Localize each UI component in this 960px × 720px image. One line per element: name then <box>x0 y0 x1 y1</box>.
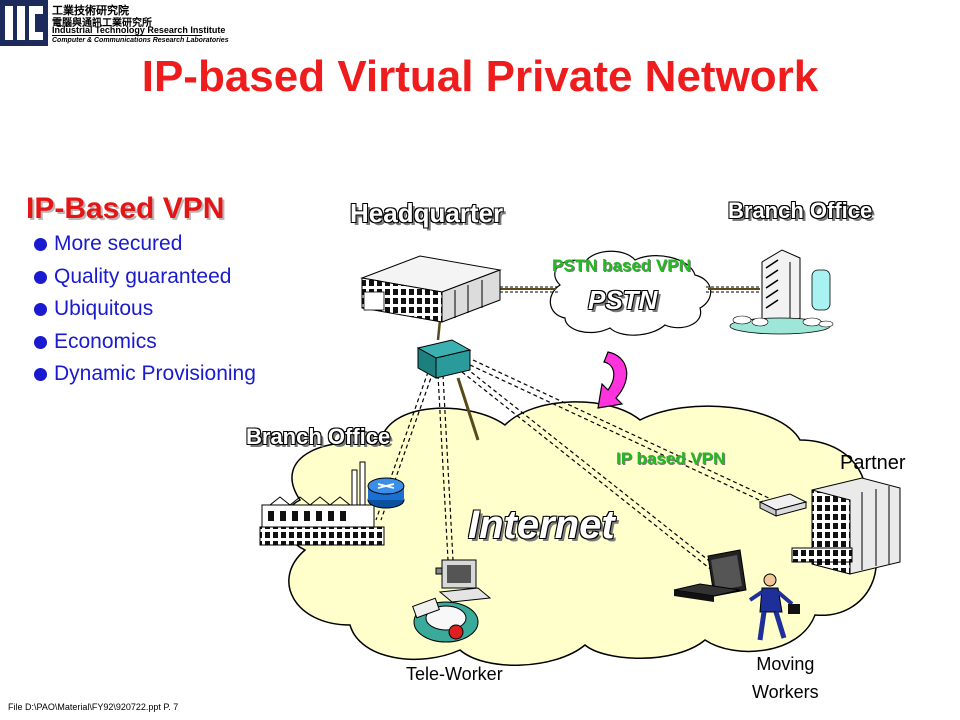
tele-worker-label: Tele-Worker <box>406 664 503 684</box>
logo-chinese-name: 工業技術研究院 <box>52 5 129 17</box>
partner-label: Partner <box>840 452 906 474</box>
feature-item: Quality guaranteed <box>34 265 256 298</box>
switch-icon <box>416 339 472 379</box>
itri-logo-icon <box>0 0 48 46</box>
partner-building-icon <box>791 477 901 575</box>
headquarter-label: Headquarter <box>350 198 504 228</box>
phone-icon <box>412 597 479 643</box>
pstn-vpn-label: PSTN based VPN <box>552 256 691 275</box>
router-icon <box>367 477 405 509</box>
feature-item: More secured <box>34 232 256 265</box>
feature-list: More secured Quality guaranteed Ubiquito… <box>34 232 256 395</box>
ip-vpn-label: IP based VPN <box>616 449 726 468</box>
feature-heading: IP-Based VPN <box>26 192 225 225</box>
logo-chinese-subname: 電腦與通訊工業研究所 <box>52 18 152 29</box>
logo-divider <box>52 35 202 36</box>
moving-workers-line2: Workers <box>752 682 819 702</box>
moving-workers-label: Moving Workers <box>752 650 819 706</box>
moving-workers-line1: Moving <box>756 654 815 674</box>
headquarter-building-icon <box>360 255 502 323</box>
internet-label: Internet <box>468 503 615 547</box>
branch-building-icon <box>729 249 834 335</box>
feature-item: Ubiquitous <box>34 297 256 330</box>
footer-file-path: File D:\PAO\Material\FY92\920722.ppt P. … <box>8 702 179 712</box>
branch-office-left-label: Branch Office <box>246 424 391 449</box>
desktop-computer-icon <box>435 559 492 603</box>
logo-english-subname: Computer & Communications Research Labor… <box>52 37 229 44</box>
pstn-label: PSTN <box>588 285 658 315</box>
feature-item: Dynamic Provisioning <box>34 362 256 395</box>
laptop-icon <box>673 549 747 602</box>
logo-english-name: Industrial Technology Research Institute <box>52 25 226 35</box>
businessman-icon <box>748 573 800 641</box>
feature-item: Economics <box>34 330 256 363</box>
page-title: IP-based Virtual Private Network <box>141 52 819 101</box>
modem-icon <box>758 493 808 517</box>
factory-icon <box>259 461 385 546</box>
branch-office-top-label: Branch Office <box>728 198 873 223</box>
pstn-cloud <box>549 250 712 336</box>
curved-arrow-icon <box>597 351 628 409</box>
